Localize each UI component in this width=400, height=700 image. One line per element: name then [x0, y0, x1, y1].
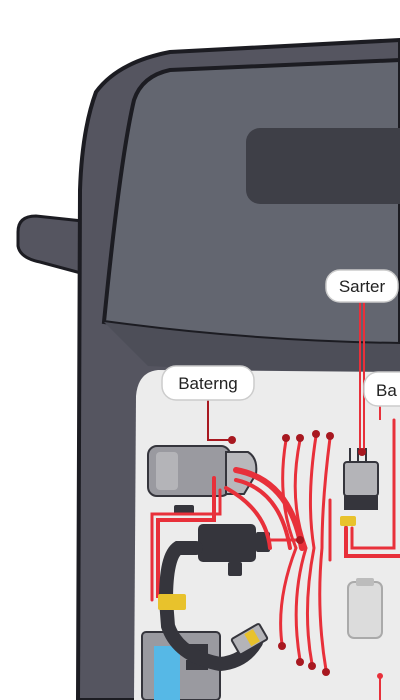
wiring-harness	[150, 418, 400, 676]
callout-ba-label: Ba	[376, 381, 397, 400]
callout-sarter-label: Sarter	[339, 277, 386, 296]
reservoir	[347, 581, 383, 639]
callout-sarter: Sarter	[325, 269, 399, 303]
callout-ba: Ba	[363, 371, 400, 407]
side-mirror	[16, 214, 94, 278]
callout-baterng: Baterng	[161, 365, 255, 401]
callout-baterng-label: Baterng	[178, 374, 238, 393]
hood-panel	[104, 322, 400, 372]
fuse-icon	[340, 448, 379, 556]
leader-lines	[207, 302, 383, 700]
battery-icon	[141, 631, 221, 700]
roof-panel	[246, 128, 400, 204]
